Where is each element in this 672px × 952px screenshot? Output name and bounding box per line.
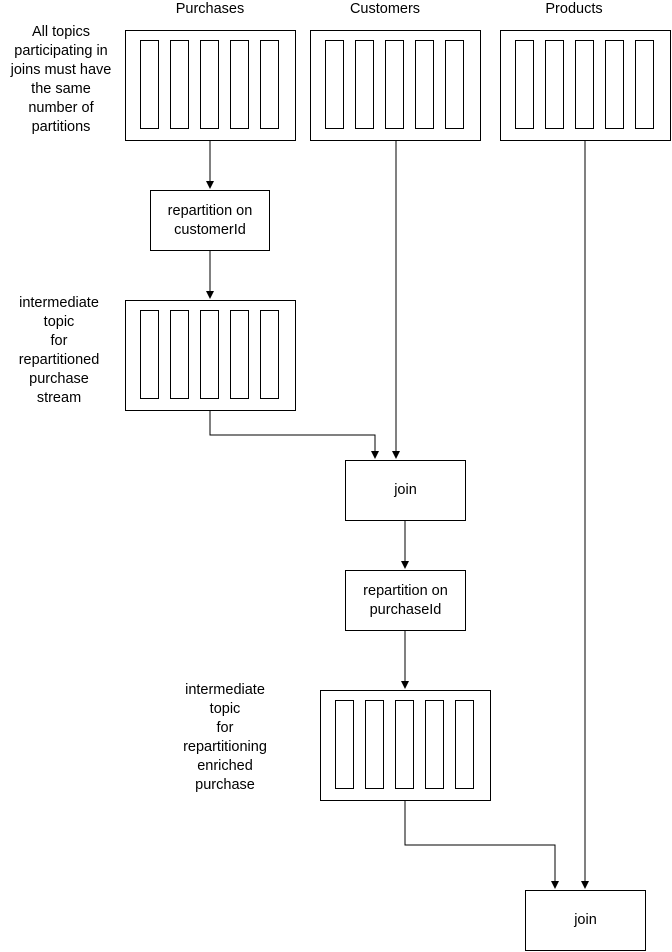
- partition: [355, 40, 374, 129]
- note-intermediate-topic-1: intermediate topic for repartitioned pur…: [18, 295, 100, 406]
- partition: [425, 700, 444, 789]
- partition: [515, 40, 534, 129]
- note-same-partitions: All topics participating in joins must h…: [10, 24, 112, 135]
- partition: [260, 310, 279, 399]
- partition: [230, 310, 249, 399]
- partition: [395, 700, 414, 789]
- partition: [140, 40, 159, 129]
- partition: [230, 40, 249, 129]
- repartition-purchaseid-box: repartition on purchaseId: [345, 570, 466, 631]
- partition: [335, 700, 354, 789]
- partition: [170, 310, 189, 399]
- partition: [170, 40, 189, 129]
- partition: [635, 40, 654, 129]
- topic-purchases: [125, 30, 296, 141]
- partition: [545, 40, 564, 129]
- topic-intermediate-repartitioned-purchase: [125, 300, 296, 411]
- topic-products: [500, 30, 671, 141]
- repartition-customerid-box: repartition on customerId: [150, 190, 270, 251]
- partition: [575, 40, 594, 129]
- column-header-customers: Customers: [349, 1, 421, 17]
- join-box-1: join: [345, 460, 466, 521]
- partition: [385, 40, 404, 129]
- partition: [200, 310, 219, 399]
- partition: [260, 40, 279, 129]
- partition: [140, 310, 159, 399]
- topic-intermediate-enriched-purchase: [320, 690, 491, 801]
- arrow-intermediate-topic-1-to-join-1: [209, 410, 379, 459]
- partition: [445, 40, 464, 129]
- partition: [200, 40, 219, 129]
- partition: [415, 40, 434, 129]
- note-intermediate-topic-2: intermediate topic for repartitioning en…: [183, 682, 267, 793]
- partition: [455, 700, 474, 789]
- partition: [325, 40, 344, 129]
- column-header-products: Products: [545, 1, 603, 17]
- topic-customers: [310, 30, 481, 141]
- arrow-intermediate-topic-2-to-join-2: [404, 800, 559, 889]
- partition: [365, 700, 384, 789]
- partition: [605, 40, 624, 129]
- join-box-2: join: [525, 890, 646, 951]
- column-header-purchases: Purchases: [175, 1, 245, 17]
